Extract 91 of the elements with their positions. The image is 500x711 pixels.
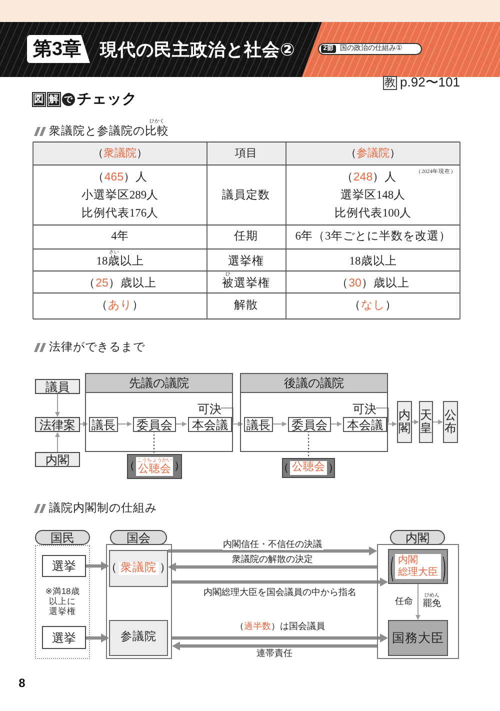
group-box — [85, 373, 233, 452]
table-header: （衆議院） — [92, 148, 148, 160]
arrow — [55, 394, 60, 417]
edge-label: 内閣総理大臣を国会議員の中から指名 — [202, 588, 358, 598]
cell-text: 被選挙権 — [222, 277, 270, 291]
arrow — [86, 634, 109, 642]
group-heading: 先議の議院 — [86, 374, 232, 393]
edge-label: 衆議院の解散の決定 — [231, 555, 314, 565]
process-box: 選挙 — [42, 626, 86, 649]
heading-pill: 国民 — [35, 530, 90, 545]
arrow — [168, 562, 377, 572]
arrow — [55, 432, 60, 452]
arrow — [172, 634, 388, 642]
heading-badge: 図 — [32, 92, 46, 107]
cell-text: （なし） — [349, 299, 397, 313]
process-box: 委員会 — [288, 417, 331, 432]
cell-text: 議員定数 — [222, 189, 270, 203]
cell-text: （あり） — [96, 299, 144, 313]
process-box: 内閣 — [397, 401, 412, 443]
edge-label: 連帯責任 — [256, 649, 294, 659]
group-box — [240, 373, 388, 452]
result-label: 可決 — [352, 402, 377, 416]
section-heading: 議院内閣制の仕組み — [49, 501, 157, 515]
arrow — [230, 422, 243, 426]
heading-badge: で — [62, 93, 75, 106]
process-box: 議員 — [35, 379, 80, 394]
arrow — [172, 642, 377, 650]
note-text: ※満18歳以上に選挙権 — [44, 586, 81, 617]
cell-text: （25）歳以上 — [84, 277, 156, 291]
heading-badge: 解 — [47, 92, 61, 107]
leader-line — [220, 408, 234, 422]
minister-box: 国務大臣 — [388, 620, 448, 656]
result-label: 可決 — [197, 402, 222, 416]
process-box: 天皇 — [419, 401, 433, 443]
process-box: 選挙 — [42, 555, 86, 577]
arrow — [386, 422, 397, 426]
heading-pill: 内閣 — [390, 530, 445, 545]
process-box: 内閣 — [35, 452, 80, 467]
process-box: 本会議 — [343, 417, 387, 432]
group-heading: 後議の議院 — [241, 374, 387, 393]
cell-text: 任期 — [234, 230, 258, 244]
arrow — [168, 546, 377, 556]
arrow — [432, 420, 443, 424]
page-number: 8 — [18, 677, 26, 691]
arrow — [80, 422, 88, 426]
edge-label: 内閣信任・不信任の決議 — [222, 540, 323, 550]
dotted-line — [153, 431, 155, 454]
cell-text: 4年 — [111, 230, 129, 244]
cell-text: 比例代表100人 — [334, 207, 412, 221]
dotted-line — [308, 431, 310, 458]
table-header: （参議院） — [346, 148, 400, 160]
process-box: 法律案 — [35, 417, 80, 432]
cell-text: 小選挙区289人 — [81, 189, 159, 203]
section-heading: 法律ができるまで — [49, 340, 145, 354]
cell-text: 比例代表176人 — [81, 207, 159, 221]
arrow — [330, 422, 342, 426]
cell-text: 解散 — [234, 299, 258, 313]
arrow — [416, 584, 420, 620]
page-reference: p.92〜101 — [400, 76, 460, 90]
cell-text: 18歳以上 — [349, 255, 397, 269]
textbook-mark: 教 — [383, 76, 397, 90]
house-box: （衆議院） — [109, 550, 168, 587]
house-box: 参議院 — [109, 620, 168, 656]
process-box: 本会議 — [188, 417, 232, 432]
arrow — [174, 422, 187, 426]
section-title: チェック — [77, 92, 137, 108]
table-header: 項目 — [235, 148, 257, 160]
cell-text: 選挙権 — [228, 255, 264, 269]
cell-text: 18歳以上 — [96, 255, 144, 269]
process-box: 委員会 — [133, 417, 176, 432]
hearing-box: （公聴会） — [282, 458, 335, 478]
arrow — [86, 562, 109, 570]
cell-text: （465）人 — [92, 171, 148, 185]
cell-text: （248）人 — [341, 171, 397, 185]
section-heading: 衆議院と参議院の比較 — [49, 124, 169, 138]
edge-label: 任命 — [394, 597, 414, 607]
cell-text: 選挙区148人 — [340, 189, 406, 203]
arrow — [172, 578, 388, 586]
chapter-badge: 第3章 — [27, 35, 90, 63]
cell-text: （30）歳以上 — [336, 277, 410, 291]
cell-text: 6年（3年ごとに半数を改選） — [295, 230, 451, 244]
chapter-title: 現代の民主政治と社会② — [100, 40, 295, 60]
process-box: 議長 — [244, 417, 273, 432]
arrow — [272, 422, 287, 426]
arrow — [116, 422, 132, 426]
arrow — [412, 420, 419, 424]
leader-line — [376, 408, 389, 422]
arrow-label: 罷免 — [423, 598, 441, 608]
process-box: 議長 — [89, 417, 118, 432]
heading-pill: 国会 — [110, 530, 167, 545]
process-box: 公布 — [443, 401, 458, 443]
